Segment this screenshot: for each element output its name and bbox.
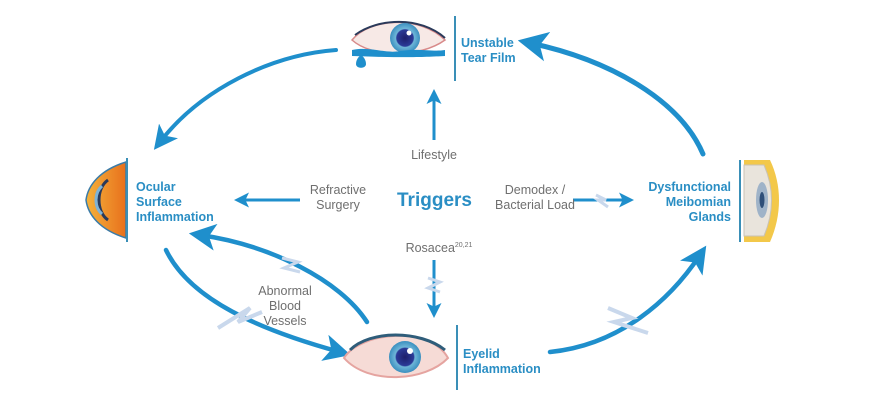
trigger-rosacea: Rosacea20,21 xyxy=(394,238,484,256)
node-label-line: Glands xyxy=(688,210,731,224)
arrow-tear-film-to-ocular-surface xyxy=(153,48,338,150)
lightning-icon xyxy=(216,306,263,330)
trigger-label-line: Rosacea xyxy=(405,241,455,256)
arrow-eyelid-to-meibomian xyxy=(547,245,707,355)
eyelid-gland-icon xyxy=(743,160,779,242)
trigger-label-line: Blood xyxy=(269,299,301,313)
divider xyxy=(454,16,456,81)
inflamed-eye-icon xyxy=(342,333,450,379)
trigger-demodex: Demodex / Bacterial Load xyxy=(490,183,580,213)
trigger-label-line: Abnormal xyxy=(258,284,312,298)
node-label-line: Meibomian xyxy=(665,195,731,209)
divider xyxy=(456,325,458,390)
node-ocular-surface-inflammation: Ocular Surface Inflammation xyxy=(136,180,214,225)
node-unstable-tear-film: Unstable Tear Film xyxy=(461,36,516,66)
divider xyxy=(739,160,741,242)
eye-cross-section-icon xyxy=(85,160,127,240)
lightning-icon xyxy=(593,193,609,209)
trigger-label-line: Demodex / xyxy=(504,183,566,197)
node-label-line: Eyelid xyxy=(463,347,500,361)
node-label-line: Ocular xyxy=(136,180,176,194)
node-label-line: Inflammation xyxy=(463,362,541,376)
trigger-lifestyle: Lifestyle xyxy=(404,148,464,163)
node-label-line: Dysfunctional xyxy=(648,180,731,194)
arrow-meibomian-to-tear-film xyxy=(517,31,706,157)
tearing-eye-icon xyxy=(350,20,447,68)
lightning-icon xyxy=(279,256,303,274)
arrow-ocular-surface-to-eyelid xyxy=(163,247,351,361)
trigger-refractive-surgery: Refractive Surgery xyxy=(300,183,376,213)
node-dysfunctional-meibomian-glands: Dysfunctional Meibomian Glands xyxy=(630,180,731,225)
node-label-line: Unstable xyxy=(461,36,514,50)
lightning-icon xyxy=(606,306,649,335)
center-title: Triggers xyxy=(397,190,472,211)
trigger-label-line: Surgery xyxy=(316,198,360,212)
lightning-icon xyxy=(424,276,444,294)
node-label-line: Inflammation xyxy=(136,210,214,224)
trigger-label-line: Vessels xyxy=(263,314,307,328)
arrow-eyelid-to-ocular-surface xyxy=(188,223,370,325)
divider xyxy=(126,158,128,242)
node-eyelid-inflammation: Eyelid Inflammation xyxy=(463,347,541,377)
trigger-label-line: Refractive xyxy=(309,183,367,197)
trigger-label-line: Lifestyle xyxy=(411,148,457,162)
trigger-label-line: Bacterial Load xyxy=(495,198,575,212)
node-label-line: Surface xyxy=(136,195,182,209)
citation-superscript: 20,21 xyxy=(454,242,473,249)
trigger-abnormal-blood-vessels: Abnormal Blood Vessels xyxy=(250,284,320,329)
node-label-line: Tear Film xyxy=(461,51,516,65)
